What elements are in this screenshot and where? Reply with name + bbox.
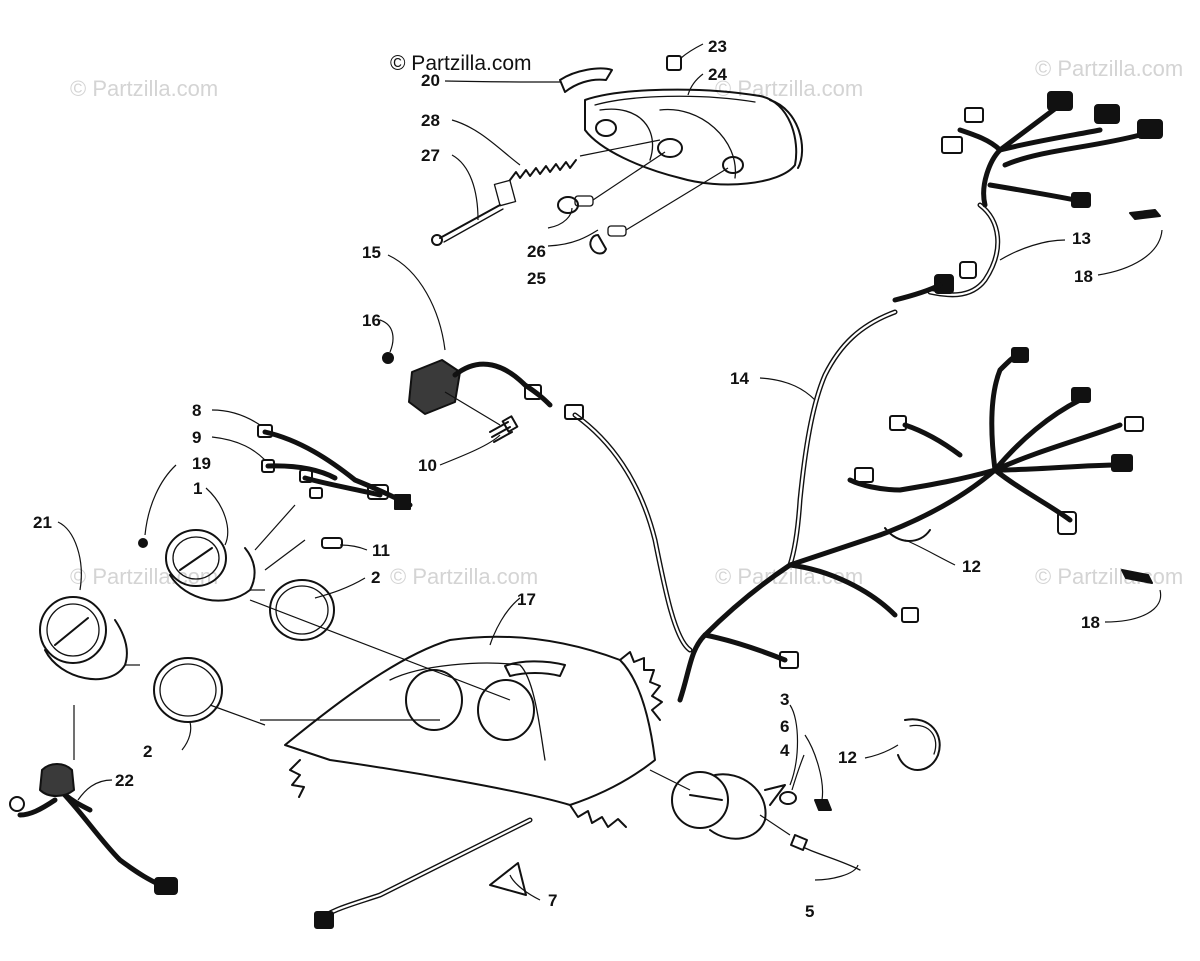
bezel-2-lower bbox=[153, 657, 223, 723]
callout-26: 26 bbox=[527, 242, 546, 261]
spring-28 bbox=[509, 139, 661, 181]
bulb-26 bbox=[557, 151, 666, 214]
harness-8-9 bbox=[257, 424, 413, 510]
cable-5 bbox=[790, 834, 861, 871]
callout-11: 11 bbox=[372, 541, 390, 560]
callout-24: 24 bbox=[708, 65, 727, 84]
callout-10: 10 bbox=[418, 456, 437, 475]
callout-19: 19 bbox=[192, 454, 211, 473]
bulb-25 bbox=[589, 167, 729, 255]
callout-5: 5 bbox=[805, 902, 814, 921]
lamp-harness-22 bbox=[9, 763, 178, 895]
gauge-1 bbox=[138, 504, 343, 602]
callout-16: 16 bbox=[362, 311, 381, 330]
headlight-assembly bbox=[559, 55, 804, 186]
callout-18-lower: 18 bbox=[1081, 613, 1100, 632]
callout-8: 8 bbox=[192, 401, 201, 420]
screw-27 bbox=[431, 179, 517, 246]
callout-3: 3 bbox=[780, 690, 789, 709]
watermark-2: © Partzilla.com bbox=[715, 76, 863, 101]
watermark-5: © Partzilla.com bbox=[390, 564, 538, 589]
harness-13 bbox=[927, 91, 1163, 298]
callout-28: 28 bbox=[421, 111, 440, 130]
watermark-7: © Partzilla.com bbox=[1035, 564, 1183, 589]
gauge-21 bbox=[39, 596, 140, 681]
callout-2-upper: 2 bbox=[371, 568, 380, 587]
callout-13: 13 bbox=[1072, 229, 1091, 248]
watermark-top: © Partzilla.com bbox=[390, 52, 532, 75]
watermark-4: © Partzilla.com bbox=[70, 564, 218, 589]
callout-18-upper: 18 bbox=[1074, 267, 1093, 286]
harness-under-dash bbox=[314, 817, 533, 929]
watermark-3: © Partzilla.com bbox=[1035, 56, 1183, 81]
watermark-1: © Partzilla.com bbox=[70, 76, 218, 101]
callout-22: 22 bbox=[115, 771, 134, 790]
leader-lines bbox=[57, 43, 1163, 901]
gauge-3 bbox=[649, 769, 832, 840]
bezel-2-upper bbox=[269, 579, 335, 641]
callout-2-lower: 2 bbox=[143, 742, 152, 761]
callout-27: 27 bbox=[421, 146, 440, 165]
callout-17: 17 bbox=[517, 590, 536, 609]
harness-regulator-dash bbox=[564, 404, 693, 653]
callout-labels: 1 2 2 3 4 5 6 7 8 9 10 11 12 12 13 14 15… bbox=[33, 37, 1100, 921]
callout-1: 1 bbox=[193, 479, 202, 498]
callout-7: 7 bbox=[548, 891, 557, 910]
callout-21: 21 bbox=[33, 513, 52, 532]
callout-12-upper: 12 bbox=[962, 557, 981, 576]
dash-panel-17 bbox=[209, 599, 663, 828]
regulator-15 bbox=[382, 352, 553, 443]
harness-right-branch bbox=[847, 347, 1153, 584]
callout-20: 20 bbox=[421, 71, 440, 90]
callout-4: 4 bbox=[780, 741, 790, 760]
callout-25: 25 bbox=[527, 269, 546, 288]
clamp-12 bbox=[897, 718, 941, 771]
callout-23: 23 bbox=[708, 37, 727, 56]
callout-15: 15 bbox=[362, 243, 381, 262]
harness-14 bbox=[677, 282, 943, 703]
callout-14: 14 bbox=[730, 369, 749, 388]
callout-6: 6 bbox=[780, 717, 789, 736]
callout-9: 9 bbox=[192, 428, 201, 447]
callout-12-lower: 12 bbox=[838, 748, 857, 767]
